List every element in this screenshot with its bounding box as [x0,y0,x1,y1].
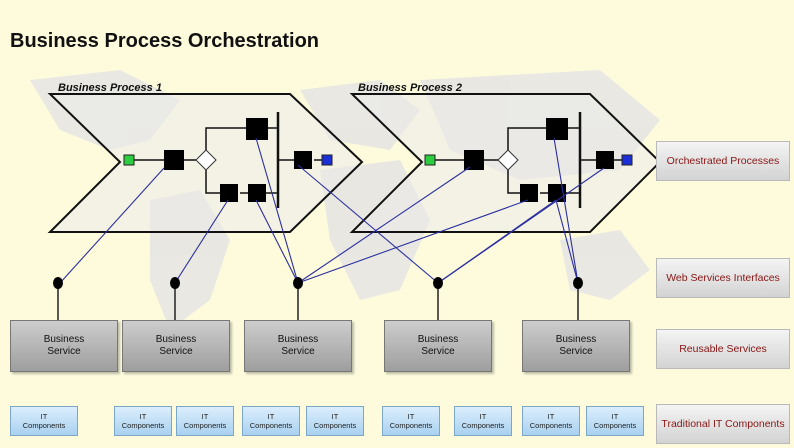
service-line2: Service [421,346,455,357]
process-1-end-node [321,154,333,166]
interface-node [433,277,443,289]
service-line2: Service [159,346,193,357]
process-2-activity-node [596,151,614,169]
it-line1: IT [479,412,487,421]
service-line1: Business [417,334,459,345]
legend-web-services-interfaces: Web Services Interfaces [656,258,790,298]
it-line2: Components [529,421,573,430]
service-line1: Business [43,334,85,345]
legend-reusable-services: Reusable Services [656,329,790,369]
legend-orchestrated-processes: Orchestrated Processes [656,141,790,181]
process-1-activity-node [164,150,184,170]
interface-node [293,277,303,289]
process-2-flow [435,112,622,208]
it-line2: Components [121,421,165,430]
interface-node [573,277,583,289]
service-connectors [59,137,605,284]
it-line1: IT [139,412,147,421]
it-line1: IT [547,412,555,421]
it-line1: IT [40,412,48,421]
service-line1: Business [555,334,597,345]
process-1-activity-node [246,118,268,140]
service-line2: Service [281,346,315,357]
process-1-start-node [123,154,135,166]
process-1-activity-node [220,184,238,202]
it-line1: IT [611,412,619,421]
process-2-activity-node [520,184,538,202]
process-2-start-node [424,154,436,166]
legend-label: Reusable Services [679,343,767,355]
service-line1: Business [155,334,197,345]
legend-label: Orchestrated Processes [666,155,780,167]
process-2-activity-node [464,150,484,170]
it-line2: Components [313,421,357,430]
service-line2: Service [559,346,593,357]
it-line1: IT [201,412,209,421]
process-1-gateway-node [195,149,217,171]
it-line2: Components [389,421,433,430]
it-line1: IT [407,412,415,421]
legend-label: Web Services Interfaces [666,272,780,284]
process-2-gateway-node [497,149,519,171]
legend-traditional-it-components: Traditional IT Components [656,404,790,444]
it-line2: Components [22,421,66,430]
process-2-label: Business Process 2 [358,82,462,94]
it-line1: IT [331,412,339,421]
service-line1: Business [277,334,319,345]
process-2-activity-node [546,118,568,140]
it-line2: Components [183,421,227,430]
process-1-activity-node [248,184,266,202]
process-1-label: Business Process 1 [58,82,162,94]
web-service-interfaces [53,277,583,320]
it-line2: Components [249,421,293,430]
it-line2: Components [593,421,637,430]
legend-label: Traditional IT Components [661,418,785,430]
interface-node [53,277,63,289]
process-2-end-node [621,154,633,166]
service-line2: Service [47,346,81,357]
it-line2: Components [461,421,505,430]
it-line1: IT [267,412,275,421]
process-1-activity-node [294,151,312,169]
interface-node [170,277,180,289]
page-title: Business Process Orchestration [10,30,320,52]
